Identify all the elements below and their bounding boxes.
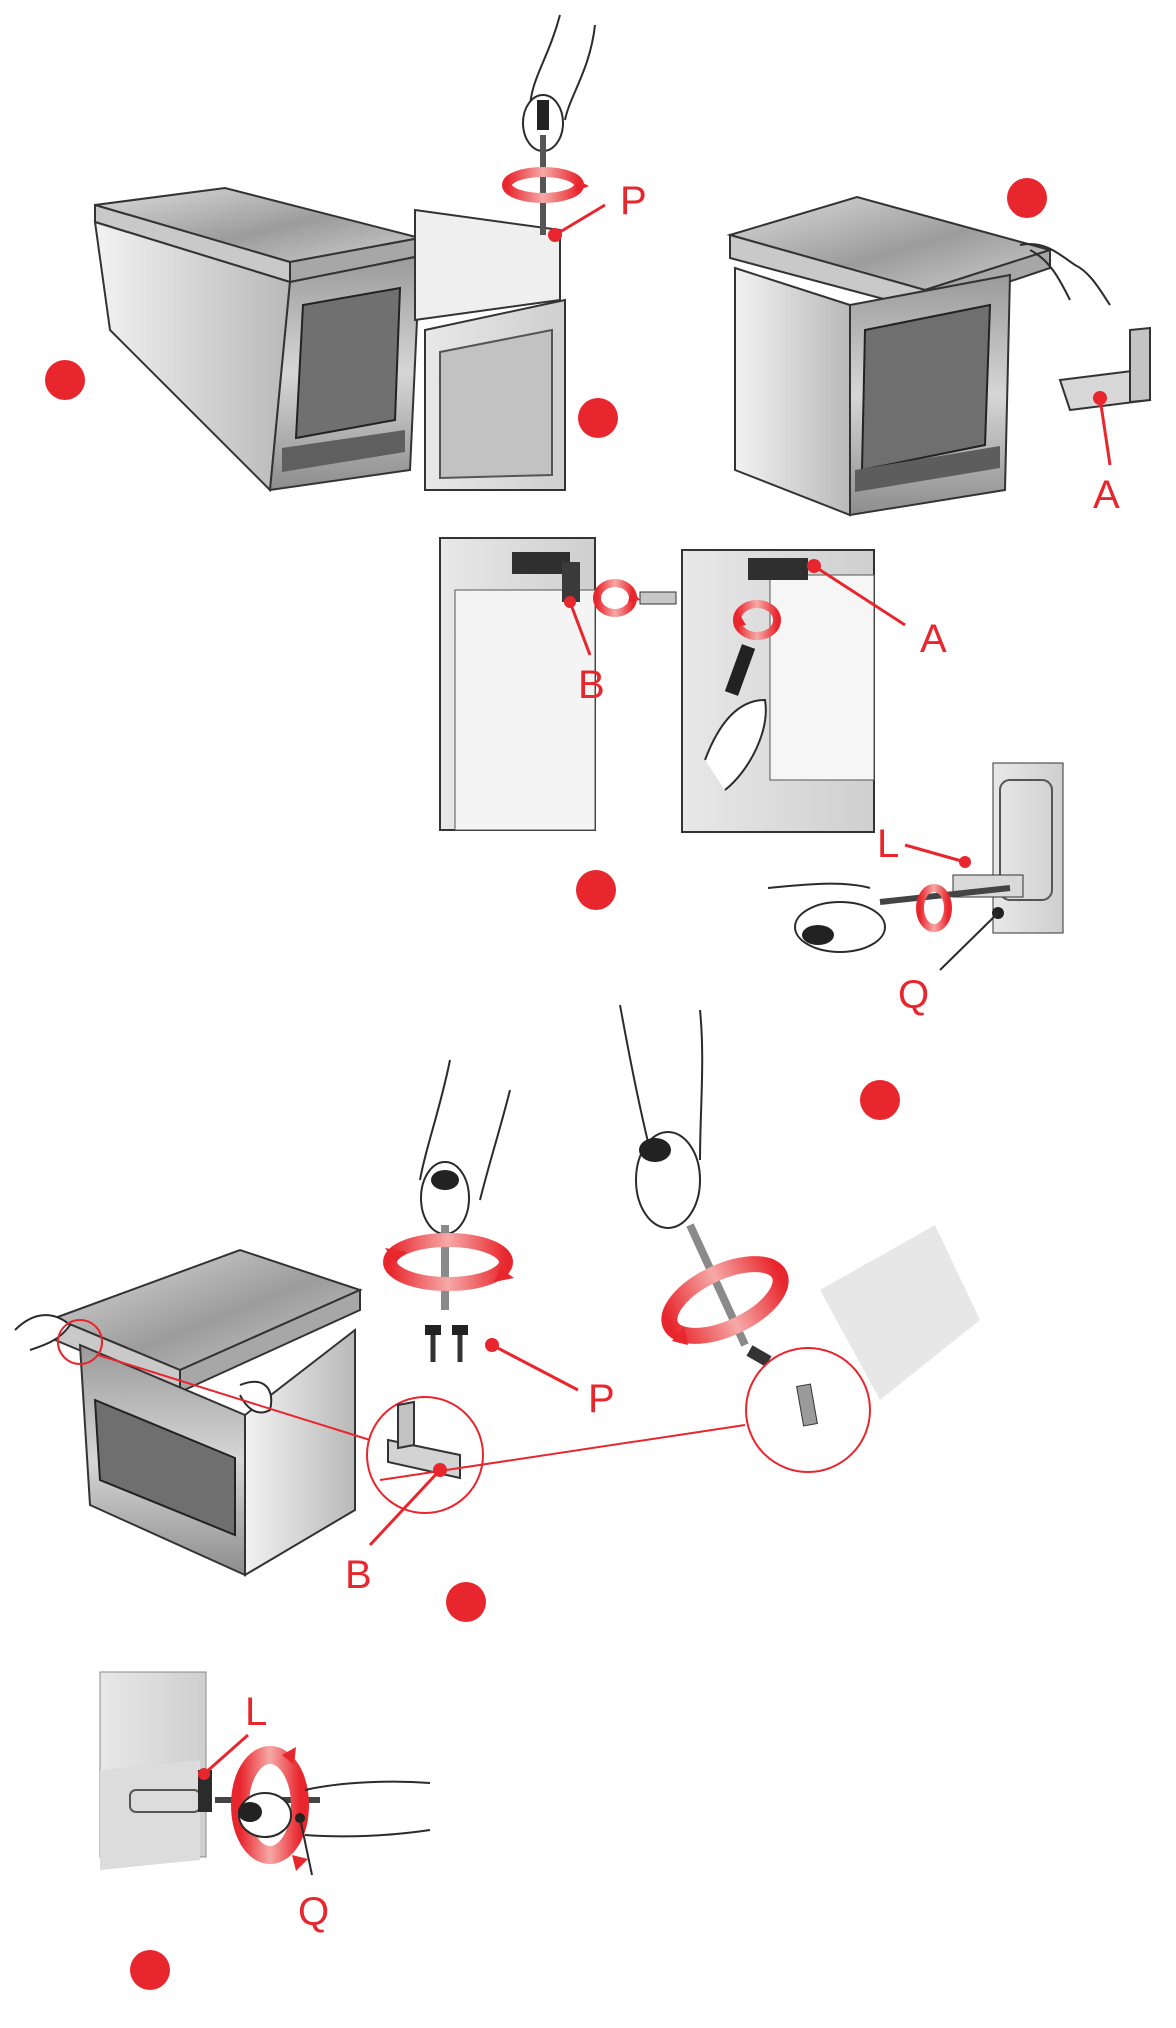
label-B: B: [345, 1553, 372, 1597]
bracket-B-part: [387, 1400, 461, 1480]
label-B: B: [578, 663, 605, 707]
label-L: L: [877, 822, 899, 866]
rotate-arrow-icon: [383, 1233, 513, 1291]
panel-remove-worktop: P: [45, 14, 647, 493]
screwdriver-icon: [802, 925, 834, 945]
panel-fix-worktop: P B: [14, 1004, 980, 1622]
rotate-arrow-icon: [593, 579, 637, 617]
hand-icon: [238, 1780, 431, 1838]
panel-bottom-fixing: L Q: [99, 1671, 431, 1990]
callout-B-lower: B: [345, 1463, 447, 1597]
panel-bracket-detail: B A: [439, 537, 947, 910]
rotate-arrow-icon: [916, 884, 952, 932]
label-L: L: [245, 1690, 267, 1734]
callout-B-middle: B: [564, 596, 605, 707]
screwdriver-icon: [724, 644, 756, 696]
step-marker: [45, 360, 85, 400]
label-A: A: [1093, 473, 1120, 517]
panel-lift-worktop: A: [726, 178, 1152, 517]
hand-icon: [14, 1314, 273, 1414]
hand-with-screwdriver: [619, 1004, 749, 1347]
callout-A-middle: A: [807, 559, 947, 661]
hand-with-screwdriver: [704, 644, 767, 791]
detail-circle-side: [745, 1347, 871, 1473]
hand-icon: [767, 882, 886, 953]
step-marker: [576, 870, 616, 910]
bracket-A-part: [1058, 326, 1152, 412]
callout-Q-right: Q: [898, 907, 1004, 1017]
screwdriver-icon: [639, 591, 677, 605]
cabinet-illustration: [93, 186, 422, 493]
rotate-arrow-icon: [733, 600, 781, 640]
label-P: P: [588, 1377, 615, 1421]
label-P: P: [620, 179, 647, 223]
cabinet-side-cutaway: [414, 208, 566, 491]
screwdriver-icon: [431, 1170, 459, 1190]
screwdriver-icon: [238, 1802, 262, 1822]
rotate-arrow-icon: [661, 1256, 789, 1344]
label-Q: Q: [298, 1890, 329, 1934]
callout-P-lower: P: [485, 1338, 615, 1421]
callout-L-right: L: [877, 822, 971, 868]
hand-with-screwdriver: [522, 14, 596, 235]
callout-L-bottom: L: [198, 1690, 267, 1780]
callout-P-top: P: [548, 179, 647, 242]
callout-Q-bottom: Q: [295, 1813, 329, 1934]
label-A: A: [920, 617, 947, 661]
screw-pair: [425, 1325, 468, 1362]
label-Q: Q: [898, 973, 929, 1017]
step-marker: [578, 398, 618, 438]
step-marker: [130, 1950, 170, 1990]
step-marker: [446, 1582, 486, 1622]
step-marker: [860, 1080, 900, 1120]
screwdriver-icon: [537, 100, 549, 130]
panel-side-fixing: L Q: [767, 762, 1064, 1120]
screwdriver-icon: [639, 1138, 671, 1162]
callout-A-right: A: [1093, 391, 1120, 517]
step-marker: [1007, 178, 1047, 218]
hand-icon: [1019, 243, 1111, 306]
rotate-arrow-icon: [231, 1746, 309, 1864]
detail-circle-bracket: [366, 1396, 484, 1514]
